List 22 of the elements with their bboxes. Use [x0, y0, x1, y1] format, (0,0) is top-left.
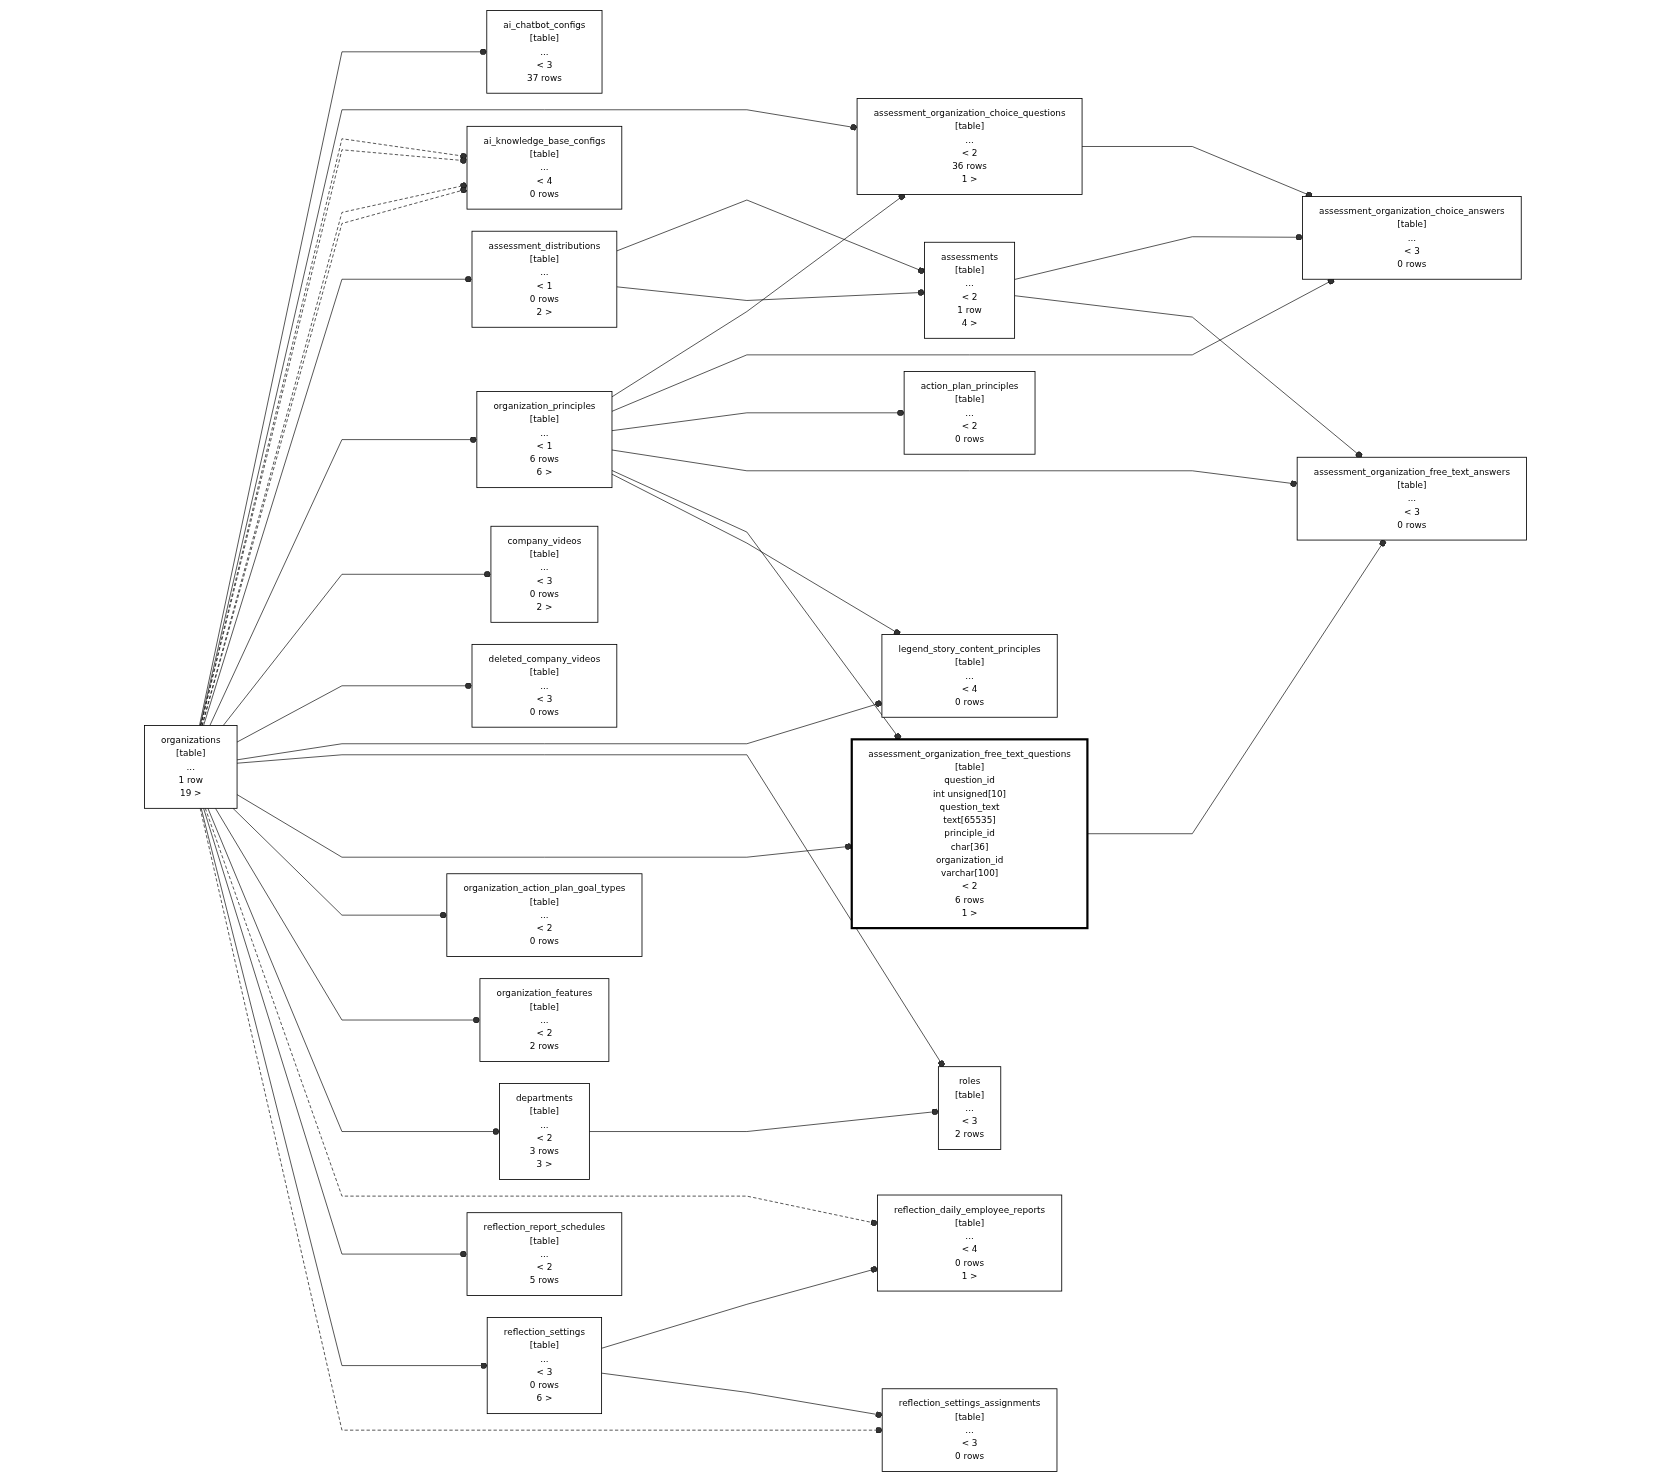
node-box: assessment_distributions [table] ... < 1 0 rows 2 >	[471, 230, 618, 328]
node-box: assessments [table] ... < 2 1 row 4 >	[924, 241, 1016, 339]
node-box: reflection_settings_assignments [table] ... < 3 0 rows	[881, 1388, 1058, 1472]
node-box: deleted_company_videos [table] ... < 3 0 rows	[471, 643, 618, 728]
node-box: organization_features [table] ... < 2 2 rows	[479, 978, 610, 1062]
node-box: organizations [table] ... 1 row 19 >	[144, 725, 238, 809]
node-box: company_videos [table] ... < 3 0 rows 2 >	[490, 525, 599, 623]
node-box: reflection_report_schedules [table] ... < 2 5 rows	[466, 1212, 623, 1296]
node-box: organization_principles [table] ... < 1 6 rows 6 >	[476, 391, 613, 489]
node-box: assessment_organization_choice_answers [table] ... < 3 0 rows	[1302, 196, 1522, 280]
node-box: departments [table] ... < 2 3 rows 3 >	[499, 1083, 590, 1180]
node-box: organization_action_plan_goal_types [table] ... < 2 0 rows	[446, 873, 643, 957]
node-box: reflection_settings [table] ... < 3 0 rows 6 >	[486, 1317, 603, 1415]
node-box: roles [table] ... < 3 2 rows	[937, 1066, 1002, 1150]
node-box: ai_chatbot_configs [table] ... < 3 37 rows	[486, 10, 603, 94]
node-box: assessment_organization_choice_questions [table] ... < 2 36 rows 1 >	[856, 98, 1083, 195]
node-box: assessment_organization_free_text_questions [table] question_id int unsigned[10] question_text text[65535] principle_id char[36] organization_id varchar[100] < 2 6 rows 1 >	[850, 738, 1089, 930]
node-box: ai_knowledge_base_configs [table] ... < 4 0 rows	[466, 125, 623, 210]
node-box: action_plan_principles [table] ... < 2 0 rows	[903, 371, 1036, 455]
node-box: reflection_daily_employee_reports [table] ... < 4 0 rows 1 >	[877, 1194, 1063, 1292]
node-box: legend_story_content_principles [table] ... < 4 0 rows	[881, 634, 1058, 718]
node-box: assessment_organization_free_text_answers [table] ... < 3 0 rows	[1296, 456, 1527, 541]
